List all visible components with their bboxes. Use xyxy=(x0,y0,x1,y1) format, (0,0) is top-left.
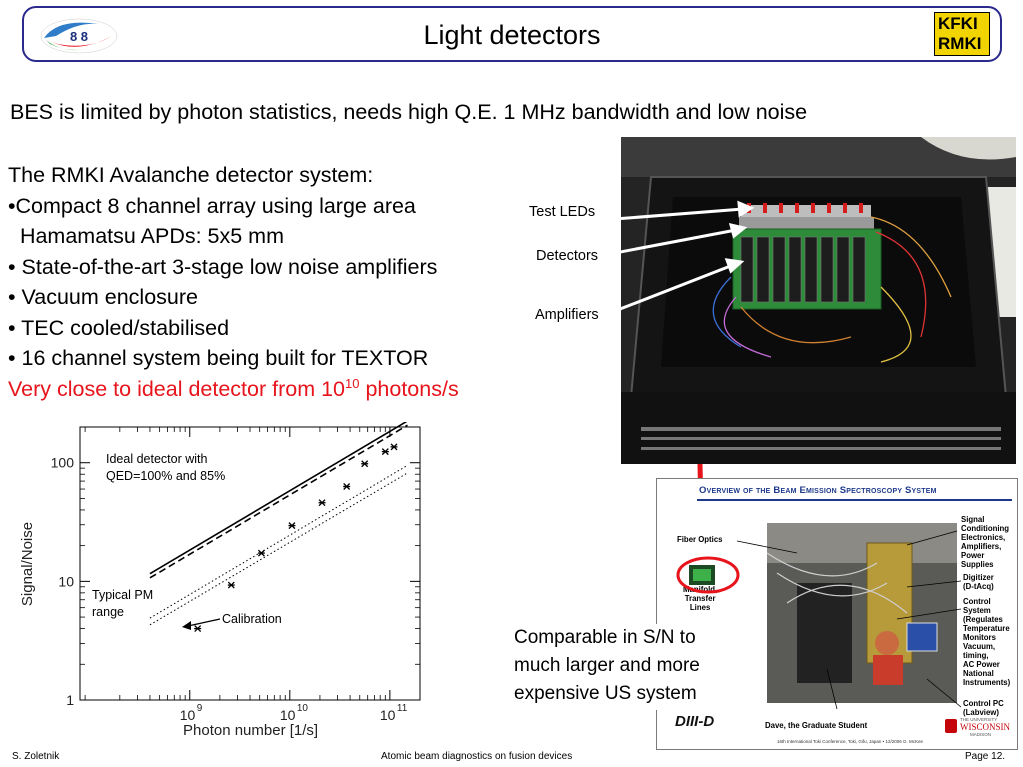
highlight-suffix: photons/s xyxy=(359,376,459,401)
y-tick-label: 100 xyxy=(51,455,75,471)
calibration-annotation: Calibration xyxy=(222,612,282,626)
poster-leader-lines xyxy=(736,530,962,710)
poster-footer-note: 16th International Toki Conference, Toki… xyxy=(777,739,923,744)
y-axis-label: Signal/Noise xyxy=(19,522,36,606)
y-tick-label: 10 xyxy=(58,573,74,589)
poster-photo-drawing xyxy=(767,523,957,703)
wisconsin-text: WISCONSIN xyxy=(960,722,1011,732)
comparison-line: much larger and more xyxy=(514,655,700,676)
digitizer-label: Digitizer(D-tAcq) xyxy=(963,573,994,591)
comparison-note: Comparable in S/N to much larger and mor… xyxy=(514,624,704,710)
ideal-annotation-line1: Ideal detector with xyxy=(106,452,207,466)
footer-author: S. Zoletnik xyxy=(12,751,60,762)
calibration-arrowhead xyxy=(182,621,191,630)
slide-title: Light detectors xyxy=(423,20,601,50)
data-point xyxy=(318,499,326,507)
intro-text: BES is limited by photon statistics, nee… xyxy=(10,100,808,124)
data-point xyxy=(381,448,389,456)
conference-logo-text: 8 8 xyxy=(70,29,88,44)
wisconsin-crest-icon xyxy=(945,719,957,733)
detector-photo xyxy=(621,137,1016,464)
detector-system-list: The RMKI Avalanche detector system: •Com… xyxy=(8,160,459,404)
bullet-item: •Compact 8 channel array using large are… xyxy=(8,193,416,218)
model-line-dotted xyxy=(149,472,408,626)
x-tick-label: 10 xyxy=(280,707,296,723)
data-point xyxy=(288,522,296,530)
x-axis-label: Photon number [1/s] xyxy=(183,722,318,739)
kfki-rmki-logo: KFKI RMKI xyxy=(934,12,990,56)
amplifiers-label: Amplifiers xyxy=(535,307,599,323)
bullet-item: • 16 channel system being built for TEXT… xyxy=(8,346,429,370)
detectors-label: Detectors xyxy=(536,248,599,264)
pm-range-annotation-line2: range xyxy=(92,605,124,619)
photo-pointer-arrows xyxy=(621,200,755,311)
x-tick-exponent: 9 xyxy=(197,703,203,714)
highlight-line: Very close to ideal detector from 1010 p… xyxy=(8,374,459,405)
bullet-item: • State-of-the-art 3-stage low noise amp… xyxy=(8,254,438,279)
data-points xyxy=(194,443,398,633)
poster-title: Overview of the Beam Emission Spectrosco… xyxy=(699,485,937,496)
y-tick-label: 1 xyxy=(66,692,74,708)
data-point xyxy=(227,581,235,589)
x-tick-exponent: 11 xyxy=(397,703,408,714)
data-point xyxy=(343,483,351,490)
conference-logo: 8 8 xyxy=(40,18,118,54)
bullet-item: • TEC cooled/stabilised xyxy=(8,315,230,340)
x-tick-label: 10 xyxy=(180,707,196,723)
model-line-dotted xyxy=(149,464,408,619)
highlight-ellipse xyxy=(676,556,740,594)
poster-title-rule xyxy=(697,499,1012,501)
rmki-logo-text: RMKI xyxy=(938,34,982,53)
comparison-line: Comparable in S/N to xyxy=(514,627,696,648)
highlight-prefix: Very close to ideal detector from 10 xyxy=(8,376,346,401)
footer-title: Atomic beam diagnostics on fusion device… xyxy=(381,751,573,762)
ideal-annotation-line2: QED=100% and 85% xyxy=(106,469,225,483)
fiber-optics-label: Fiber Optics xyxy=(677,535,723,544)
x-tick-exponent: 10 xyxy=(297,703,309,714)
test-leds-label: Test LEDs xyxy=(529,204,596,220)
control-pc-label: Control PC(Labview) xyxy=(963,699,1004,717)
plot-frame xyxy=(79,426,421,701)
calibration-pointer xyxy=(187,618,221,627)
detector-photo-drawing xyxy=(621,137,1016,464)
model-line-dashed xyxy=(149,424,408,579)
diii-d-logo: DIII-D xyxy=(675,713,715,730)
pm-range-annotation-line1: Typical PM xyxy=(92,588,153,602)
wisconsin-logo: THE UNIVERSITY WISCONSIN MADISON xyxy=(945,717,1011,747)
bullet-item: • Vacuum enclosure xyxy=(8,285,198,309)
us-bes-system-poster: Overview of the Beam Emission Spectrosco… xyxy=(656,478,1018,750)
data-point xyxy=(361,460,369,468)
footer-page: Page 12. xyxy=(965,751,1006,762)
system-heading: The RMKI Avalanche detector system: xyxy=(8,163,374,187)
graduate-student-caption: Dave, the Graduate Student xyxy=(765,721,868,730)
x-tick-label: 10 xyxy=(380,707,396,723)
highlight-exponent: 10 xyxy=(345,375,360,391)
data-point xyxy=(194,625,202,633)
data-point xyxy=(257,549,265,557)
y-axis-ticks: 1 10 100 xyxy=(51,426,420,708)
wisconsin-university-text: THE UNIVERSITY xyxy=(960,717,998,722)
poster-photo xyxy=(767,523,957,703)
model-line-solid xyxy=(149,422,408,575)
kfki-logo-text: KFKI xyxy=(938,14,978,33)
data-point xyxy=(390,443,398,451)
bullet-item: Hamamatsu APDs: 5x5 mm xyxy=(8,224,284,248)
slide-header: 8 8 Light detectors KFKI RMKI xyxy=(22,6,1002,62)
comparison-line: expensive US system xyxy=(514,683,697,704)
model-lines xyxy=(149,422,408,626)
wisconsin-madison-text: MADISON xyxy=(970,732,992,737)
